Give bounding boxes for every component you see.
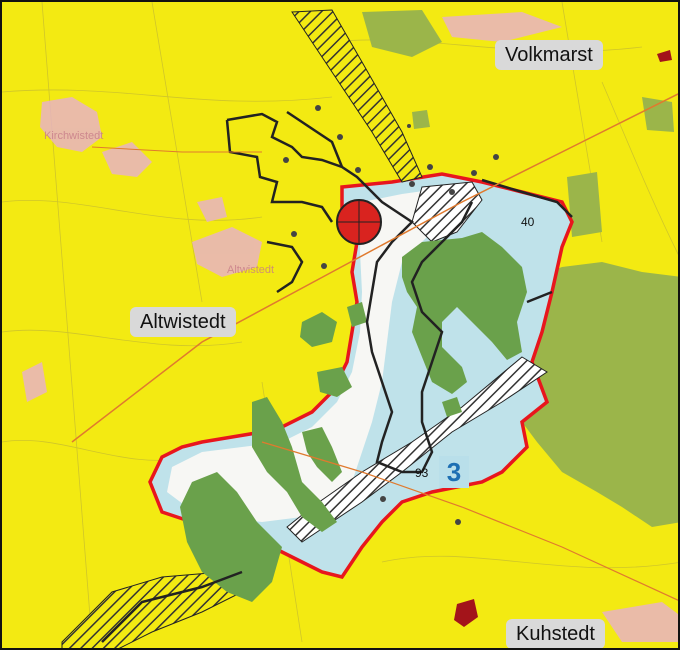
faint-label-altwistedt-small: Altwistedt: [227, 264, 275, 276]
boundary-lines: [101, 110, 573, 643]
place-label-kuhstedt: Kuhstedt: [506, 619, 605, 648]
area-number-93: 93: [415, 466, 429, 480]
location-marker[interactable]: [336, 199, 382, 245]
road-lines: [71, 93, 678, 601]
place-label-altwistedt: Altwistedt: [130, 307, 236, 337]
area-number-40: 40: [521, 215, 535, 229]
forest-dark-green: [180, 232, 527, 602]
place-label-volkmarst: Volkmarst: [495, 40, 603, 70]
settlement-areas: [22, 12, 678, 642]
zone-white-area: [167, 187, 472, 522]
zone-number-label: 3: [439, 456, 469, 488]
faint-label-kirchwistedt: Kirchwistedt: [44, 130, 104, 142]
red-patches: [454, 50, 672, 627]
point-markers: [283, 105, 499, 525]
forest-olive: [362, 10, 678, 527]
